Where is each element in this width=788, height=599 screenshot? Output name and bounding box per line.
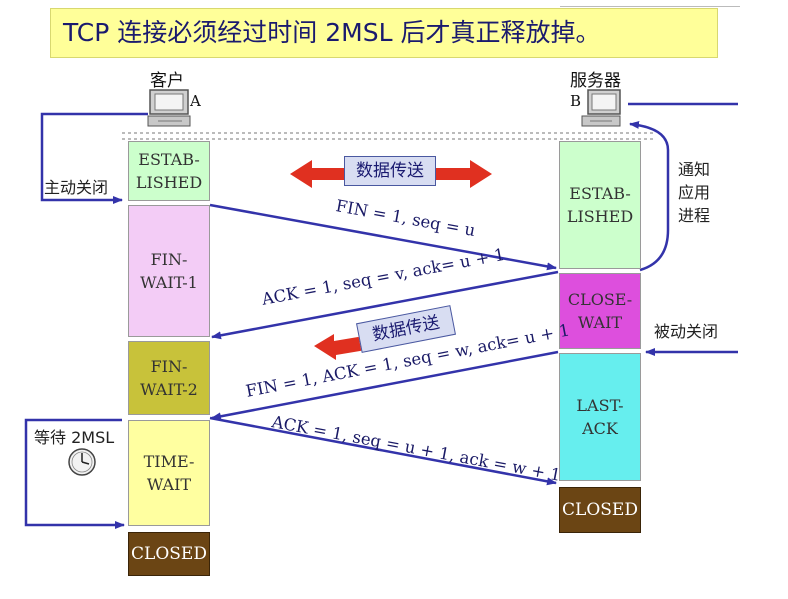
notify-app-arrow	[628, 102, 738, 272]
clock-icon	[68, 448, 96, 476]
server-label: 服务器	[570, 71, 621, 91]
client-state-established: ESTAB- LISHED	[128, 141, 210, 201]
server-state-close-wait: CLOSE- WAIT	[559, 273, 641, 349]
fin-arrow	[209, 203, 557, 271]
passive-close-label: 被动关闭	[654, 322, 719, 341]
fin-ack-arrow	[211, 350, 559, 421]
computer-icon	[147, 89, 191, 127]
active-close-label: 主动关闭	[44, 178, 109, 197]
client-state-closed: CLOSED	[128, 532, 210, 576]
notify-app-label: 通知 应用 进程	[678, 160, 711, 225]
server-state-closed: CLOSED	[559, 487, 641, 533]
server-state-established: ESTAB- LISHED	[559, 141, 641, 269]
final-ack-arrow	[209, 416, 557, 486]
client-state-time-wait: TIME- WAIT	[128, 420, 210, 526]
client-letter: A	[190, 92, 201, 110]
server-letter: B	[570, 92, 582, 110]
data-transfer-left-arrow	[314, 334, 366, 360]
wait-2msl-arrow	[24, 418, 125, 529]
client-state-fin-wait-1: FIN- WAIT-1	[128, 205, 210, 337]
client-state-fin-wait-2: FIN- WAIT-2	[128, 341, 210, 415]
active-close-arrow	[40, 112, 148, 204]
client-label: 客户	[150, 71, 184, 91]
slide-title: TCP 连接必须经过时间 2MSL 后才真正释放掉。	[50, 8, 718, 58]
computer-icon	[581, 89, 621, 127]
ack-arrow	[211, 270, 559, 340]
server-state-last-ack: LAST- ACK	[559, 353, 641, 481]
top-rule	[560, 6, 740, 7]
wait-2msl-label: 等待 2MSL	[34, 428, 115, 447]
data-transfer-label-1: 数据传送	[344, 156, 436, 186]
